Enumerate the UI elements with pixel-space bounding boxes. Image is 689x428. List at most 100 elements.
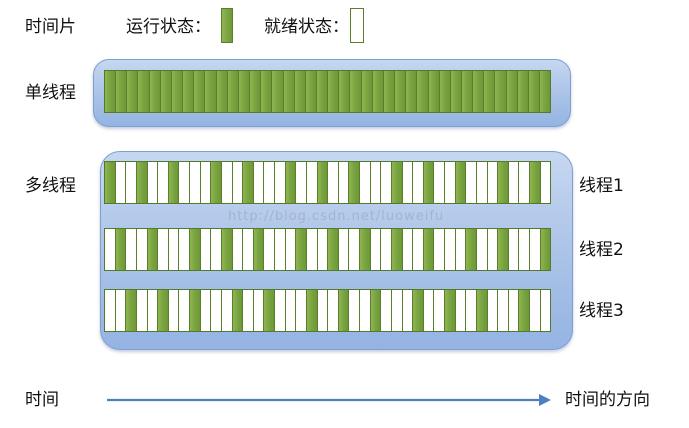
time-slice-running xyxy=(498,162,509,203)
time-slice-ready xyxy=(508,229,520,270)
time-slice-ready xyxy=(519,162,530,203)
time-slice-ready xyxy=(413,229,424,270)
time-slice-running xyxy=(528,71,541,112)
time-slice-running xyxy=(115,229,127,270)
time-slice-running xyxy=(306,290,318,331)
time-slice-running xyxy=(190,229,201,270)
time-slice-running xyxy=(350,71,362,112)
time-slice-ready xyxy=(275,290,286,331)
time-slice-ready xyxy=(540,162,551,203)
time-slice-ready xyxy=(402,162,414,203)
time-slice-running xyxy=(328,229,339,270)
watermark-text: http://blog.csdn.net/luoweifu xyxy=(228,209,445,224)
time-slice-ready xyxy=(423,290,435,331)
time-slice-ready xyxy=(370,229,382,270)
time-slice-ready xyxy=(402,229,414,270)
time-slice-ready xyxy=(158,229,169,270)
time-slice-ready xyxy=(232,162,244,203)
time-slice-running xyxy=(540,229,551,270)
time-slice-ready xyxy=(370,162,382,203)
time-slice-running xyxy=(205,71,217,112)
time-slice-running xyxy=(171,71,184,112)
time-slice-ready xyxy=(476,229,488,270)
time-slice-running xyxy=(339,71,351,112)
time-slice-running xyxy=(105,71,117,112)
time-slice-ready xyxy=(391,290,403,331)
legend-ready-label: 就绪状态： xyxy=(264,17,349,37)
time-slice-ready xyxy=(306,162,318,203)
time-slice-running xyxy=(127,71,139,112)
time-slice-ready xyxy=(275,229,286,270)
time-slice-running xyxy=(216,71,228,112)
time-slice-ready xyxy=(306,229,318,270)
time-slice-running xyxy=(338,290,350,331)
time-slice-running xyxy=(238,71,251,112)
time-slice-ready xyxy=(434,229,445,270)
time-slice-ready xyxy=(179,162,190,203)
time-slice-ready xyxy=(115,290,127,331)
time-slice-ready xyxy=(264,162,275,203)
time-slice-running xyxy=(413,290,424,331)
time-slice-ready xyxy=(115,162,127,203)
time-slice-running xyxy=(450,71,462,112)
time-slice-running xyxy=(138,71,150,112)
time-slice-ready xyxy=(445,162,456,203)
time-slice-ready xyxy=(179,290,190,331)
time-slice-running xyxy=(296,229,307,270)
time-slice-running xyxy=(360,229,371,270)
time-slice-running xyxy=(349,162,360,203)
time-slice-running xyxy=(190,290,201,331)
time-slice-running xyxy=(316,71,329,112)
time-slice-ready xyxy=(487,229,499,270)
time-slice-ready xyxy=(487,162,499,203)
thread-1-label: 线程1 xyxy=(579,176,624,196)
time-slice-ready xyxy=(413,162,424,203)
time-slice-ready xyxy=(328,290,339,331)
time-slice-running xyxy=(283,71,295,112)
time-slice-ready xyxy=(275,162,286,203)
time-slice-ready xyxy=(136,229,148,270)
time-slice-ready xyxy=(328,162,339,203)
time-slice-ready xyxy=(434,162,445,203)
time-slice-ready xyxy=(317,290,329,331)
time-slice-ready xyxy=(530,229,541,270)
time-slice-ready xyxy=(200,229,212,270)
time-slice-ready xyxy=(381,290,392,331)
time-slice-running xyxy=(391,162,403,203)
thread-1-track xyxy=(104,161,551,204)
time-slice-running xyxy=(517,71,529,112)
time-slice-running xyxy=(495,71,507,112)
time-slice-ready xyxy=(126,162,137,203)
time-slice-ready xyxy=(381,162,392,203)
timeline-start-label: 时间 xyxy=(25,390,59,410)
time-slice-running xyxy=(473,71,485,112)
time-slice-running xyxy=(126,290,137,331)
time-slice-ready xyxy=(296,290,307,331)
time-slice-ready xyxy=(498,290,509,331)
time-slice-ready xyxy=(243,229,254,270)
time-slice-running xyxy=(462,71,474,112)
time-slice-ready xyxy=(338,229,350,270)
time-slice-ready xyxy=(317,229,329,270)
time-slice-running xyxy=(466,229,477,270)
legend-running-swatch xyxy=(221,8,233,43)
time-slice-running xyxy=(294,71,306,112)
time-slice-ready xyxy=(243,290,254,331)
time-slice-running xyxy=(227,71,239,112)
time-slice-running xyxy=(372,71,384,112)
time-slice-running xyxy=(158,290,169,331)
time-slice-running xyxy=(305,71,317,112)
time-slice-ready xyxy=(264,229,275,270)
time-slice-ready xyxy=(476,162,488,203)
time-slice-running xyxy=(530,162,541,203)
time-slice-ready xyxy=(540,290,551,331)
time-slice-running xyxy=(455,162,467,203)
time-slice-ready xyxy=(147,162,159,203)
legend-running-label: 运行状态： xyxy=(126,17,211,37)
time-slice-ready xyxy=(211,229,222,270)
thread-3-label: 线程3 xyxy=(579,301,624,321)
time-slice-ready xyxy=(349,229,360,270)
time-slice-ready xyxy=(360,162,371,203)
time-slice-ready xyxy=(487,290,499,331)
time-slice-ready xyxy=(179,229,190,270)
